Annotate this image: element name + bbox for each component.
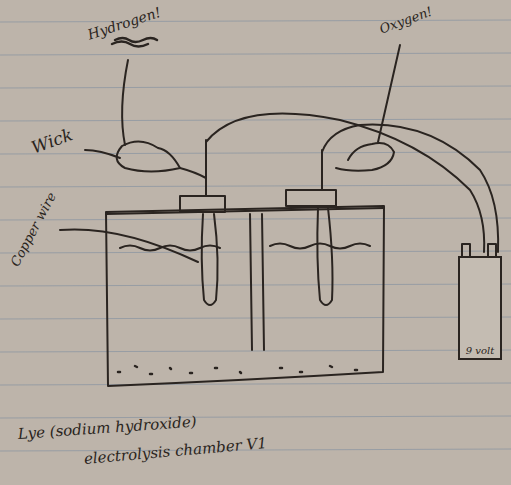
copper-wire-leader bbox=[60, 229, 198, 262]
chamber-outline bbox=[106, 206, 384, 386]
left-cap bbox=[180, 196, 225, 212]
handwritten-label: Wick bbox=[29, 124, 76, 157]
left-electrode bbox=[202, 140, 218, 305]
divider bbox=[250, 214, 264, 350]
hydrogen-leader bbox=[122, 60, 128, 145]
scribble bbox=[112, 38, 157, 47]
battery-box: 9 volt bbox=[458, 256, 502, 360]
wire-left bbox=[206, 114, 484, 252]
caption: electrolysis chamber V1 bbox=[83, 434, 267, 468]
battery-label: 9 volt bbox=[464, 343, 496, 358]
handwritten-label: Oxygen! bbox=[377, 4, 434, 37]
oxygen-leader bbox=[378, 45, 400, 142]
ruled-lines bbox=[0, 20, 511, 451]
left-wick-tube bbox=[180, 168, 206, 178]
sediment bbox=[118, 366, 357, 374]
wire-right bbox=[322, 125, 498, 252]
right-electrode bbox=[317, 150, 332, 305]
right-cap bbox=[286, 190, 336, 206]
chamber-lid bbox=[106, 208, 384, 214]
wick-leader bbox=[85, 150, 120, 158]
right-wick-bag bbox=[336, 143, 394, 171]
left-wick-bag bbox=[117, 141, 180, 171]
handwritten-label: Copper wire bbox=[7, 190, 59, 269]
battery-terminals bbox=[462, 244, 496, 256]
